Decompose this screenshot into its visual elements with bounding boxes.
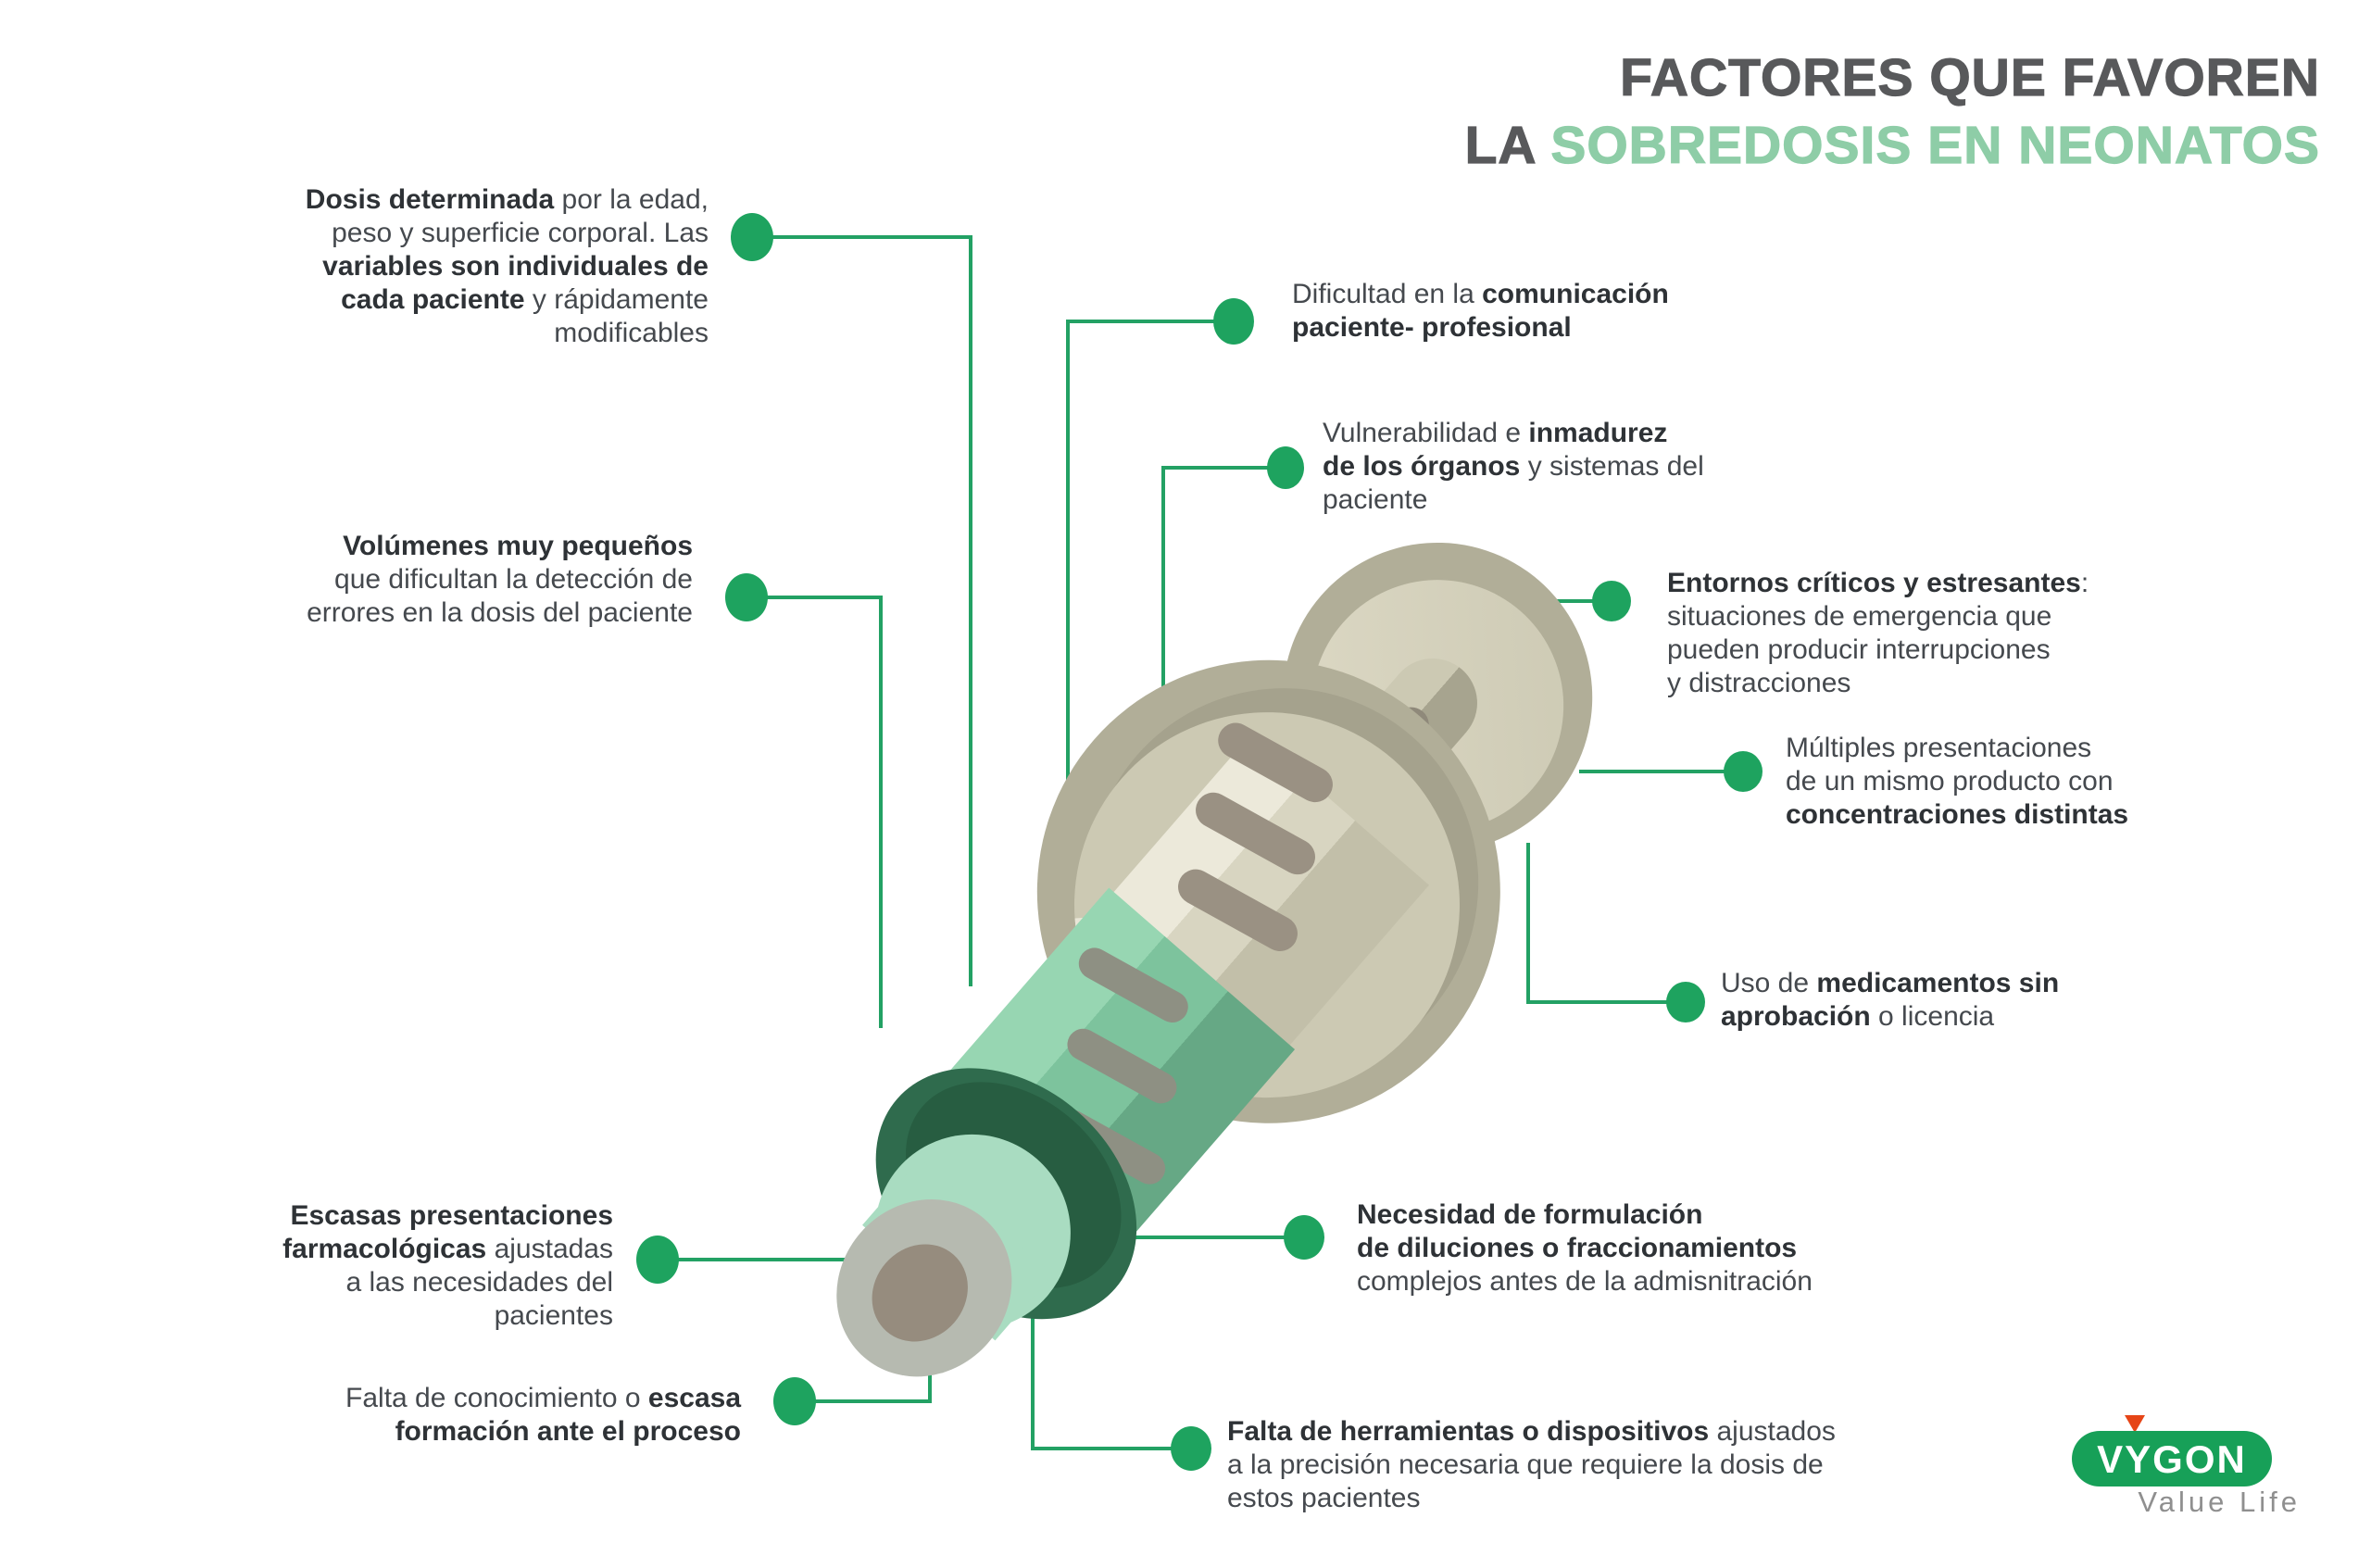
connector-dot-uso xyxy=(1666,982,1705,1022)
title-line-2: LA SOBREDOSIS EN NEONATOS xyxy=(1464,112,2320,180)
connector-dot-dosis xyxy=(731,213,773,261)
vygon-logo-triangle-icon xyxy=(2125,1415,2145,1433)
callout-line: de los órganos y sistemas del xyxy=(1323,451,1704,482)
connector-dot-dificultad xyxy=(1213,298,1254,345)
callout-line: y distracciones xyxy=(1667,668,1851,698)
callout-line: paciente- profesional xyxy=(1292,312,1572,343)
callout-falta-herramientas: Falta de herramientas o dispositivos aju… xyxy=(1227,1415,1836,1515)
connector-dot-herramientas xyxy=(1171,1426,1211,1471)
callout-line: Necesidad de formulación xyxy=(1357,1199,1703,1230)
callout-line: situaciones de emergencia que xyxy=(1667,601,2052,632)
callout-line: farmacológicas ajustadas xyxy=(282,1234,613,1264)
title-line-2-highlight: SOBREDOSIS EN NEONATOS xyxy=(1550,115,2320,175)
callout-line: pueden producir interrupciones xyxy=(1667,634,2051,665)
connector-dot-volumenes xyxy=(725,573,768,621)
callout-line: cada paciente y rápidamente xyxy=(341,284,709,315)
connector-dot-conocimiento xyxy=(773,1377,816,1425)
connector-volumenes xyxy=(746,596,883,1028)
callout-line: Falta de herramientas o dispositivos aju… xyxy=(1227,1416,1836,1447)
connector-dot-necesidad xyxy=(1284,1215,1324,1260)
callout-line: Volúmenes muy pequeños xyxy=(343,531,693,561)
callout-line: Escasas presentaciones xyxy=(290,1200,613,1231)
connector-uso xyxy=(1526,843,1686,1004)
callout-line: peso y superficie corporal. Las xyxy=(332,218,709,248)
vygon-logo: VYGON xyxy=(2072,1431,2272,1486)
callout-line: concentraciones distintas xyxy=(1786,799,2129,830)
connector-dot-entornos xyxy=(1592,581,1631,621)
callout-line: de diluciones o fraccionamientos xyxy=(1357,1233,1798,1263)
callout-dosis-determinada: Dosis determinada por la edad,peso y sup… xyxy=(306,183,709,350)
callout-line: aprobación o licencia xyxy=(1721,1001,1995,1032)
callout-line: formación ante el proceso xyxy=(395,1416,741,1447)
callout-line: Falta de conocimiento o escasa xyxy=(345,1383,741,1413)
vygon-tagline: Value Life xyxy=(2138,1486,2301,1518)
page-title: FACTORES QUE FAVOREN LA SOBREDOSIS EN NE… xyxy=(1464,44,2320,180)
title-line-2-prefix: LA xyxy=(1464,115,1551,175)
callout-line: Dosis determinada por la edad, xyxy=(305,184,709,215)
callout-line: de un mismo producto con xyxy=(1786,766,2114,797)
callout-line: pacientes xyxy=(494,1300,613,1331)
connector-dot-multiples xyxy=(1724,751,1763,792)
connector-dot-vulnerabilidad xyxy=(1267,446,1304,489)
connector-dificultad xyxy=(1066,320,1234,894)
callout-line: Uso de medicamentos sin xyxy=(1721,968,2060,998)
connector-dosis xyxy=(752,235,972,986)
callout-line: errores en la dosis del paciente xyxy=(307,597,693,628)
callout-line: Múltiples presentaciones xyxy=(1786,733,2092,763)
callout-entornos-criticos: Entornos críticos y estresantes:situacio… xyxy=(1667,567,2089,700)
callout-line: a las necesidades del xyxy=(345,1267,613,1298)
connector-herramientas xyxy=(1031,1315,1191,1450)
callout-line: a la precisión necesaria que requiere la… xyxy=(1227,1449,1824,1480)
title-line-1: FACTORES QUE FAVOREN xyxy=(1620,47,2320,107)
callout-line: Dificultad en la comunicación xyxy=(1292,279,1669,309)
callout-line: Vulnerabilidad e inmadurez xyxy=(1323,418,1668,448)
callout-line: paciente xyxy=(1323,484,1428,515)
callout-line: Entornos críticos y estresantes: xyxy=(1667,568,2089,598)
callout-line: complejos antes de la admisnitración xyxy=(1357,1266,1813,1297)
callout-line: estos pacientes xyxy=(1227,1483,1421,1513)
callout-line: variables son individuales de xyxy=(322,251,709,282)
callout-line: modificables xyxy=(554,318,709,348)
connector-dot-escasas xyxy=(636,1236,679,1284)
callout-line: que dificultan la detección de xyxy=(334,564,693,595)
